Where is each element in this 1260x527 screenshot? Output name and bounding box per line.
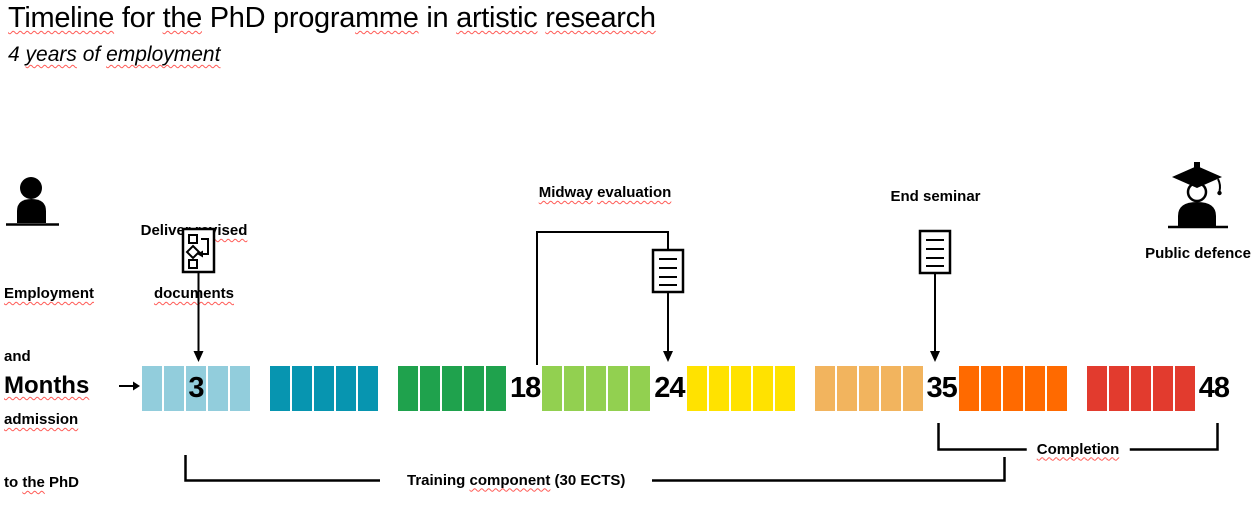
title-word: PhD progra — [202, 2, 356, 34]
employment-label-line: the — [22, 474, 45, 491]
month-block-teal — [358, 366, 378, 411]
month-block-yellow — [708, 366, 729, 411]
title-word: the — [162, 2, 203, 34]
month-block-tan — [902, 366, 923, 411]
right-arrow-icon — [119, 381, 140, 391]
midway-label-word: Midway — [538, 184, 593, 201]
month-block-orange — [1046, 366, 1067, 411]
month-block-green — [420, 366, 440, 411]
employment-label-line: Employment — [4, 285, 95, 302]
month-number: 24 — [654, 372, 685, 404]
month-block-red — [1108, 366, 1129, 411]
end-seminar-label: End seminar — [868, 186, 1003, 207]
month-block-red — [1130, 366, 1151, 411]
month-block-green — [464, 366, 484, 411]
deliver-label-word: documents — [153, 285, 234, 302]
month-number: 35 — [926, 372, 958, 404]
month-block-light-green — [630, 366, 651, 411]
midway-label-word: evaluation — [597, 184, 672, 201]
month-number: 18 — [510, 372, 541, 404]
month-block-green — [442, 366, 462, 411]
months-label: Months — [4, 372, 89, 400]
end-seminar-connector — [918, 229, 952, 362]
month-block-yellow — [752, 366, 773, 411]
midway-evaluation-label: Midway evaluation — [525, 182, 685, 203]
month-block-teal — [314, 366, 334, 411]
month-number: 3 — [188, 372, 204, 404]
document-icon — [651, 248, 685, 294]
subtitle-word: of — [76, 43, 107, 66]
employment-label-line: PhD — [44, 474, 79, 491]
months-label-text: Months — [4, 372, 90, 399]
month-block-teal — [292, 366, 312, 411]
month-block-tan — [858, 366, 879, 411]
deliver-label-word: Deliver — [140, 222, 195, 239]
employment-label-line: admission — [4, 411, 79, 428]
employment-label-line: to — [4, 474, 23, 491]
completion-label: Completion — [1026, 440, 1130, 459]
month-block-light-green — [542, 366, 563, 411]
title-word: Timeline — [8, 2, 115, 34]
month-block-light-blue — [164, 366, 184, 411]
title-word: mme — [355, 2, 419, 34]
timeline-track: 3 18 24 35 48 — [142, 366, 1231, 411]
month-block-red — [1174, 366, 1195, 411]
title-word: artistic — [456, 2, 538, 34]
subtitle-word: years — [25, 43, 77, 66]
month-number: 48 — [1198, 372, 1230, 404]
subtitle-word: employment — [106, 43, 221, 66]
completion-bracket: Completion — [937, 422, 1219, 459]
end-seminar-label-text: End seminar — [890, 188, 981, 205]
training-component-bracket: Training component (30 ECTS) — [184, 454, 1006, 490]
month-block-yellow — [686, 366, 707, 411]
training-component-label: Training component (30 ECTS) — [380, 471, 653, 490]
month-block-orange — [1002, 366, 1023, 411]
month-block-red — [1152, 366, 1173, 411]
workflow-document-icon — [181, 227, 216, 362]
month-block-light-blue — [208, 366, 228, 411]
month-block-orange — [980, 366, 1001, 411]
document-icon — [918, 229, 952, 275]
month-block-orange — [1024, 366, 1045, 411]
training-label-word: Training — [407, 471, 470, 489]
title-word: for — [114, 2, 163, 34]
month-block-orange — [958, 366, 979, 411]
month-block-tan — [880, 366, 901, 411]
month-block-green — [398, 366, 418, 411]
employment-person-icon — [6, 177, 59, 226]
month-block-tan — [836, 366, 857, 411]
month-block-teal — [336, 366, 356, 411]
training-label-word: (30 ECTS) — [550, 471, 626, 489]
month-block-light-blue — [230, 366, 250, 411]
month-block-yellow — [730, 366, 751, 411]
title-word: in — [418, 2, 457, 34]
month-block-light-green — [586, 366, 607, 411]
employment-label-line: and — [4, 348, 31, 365]
completion-label-text: Completion — [1036, 440, 1120, 458]
month-block-light-blue: 3 — [186, 366, 206, 411]
public-defence-label: Public defence — [1136, 243, 1260, 264]
employment-label: Employment and admission to the PhD prog… — [4, 241, 124, 527]
title-word: research — [545, 2, 656, 34]
month-block-light-green — [608, 366, 629, 411]
month-block-teal — [270, 366, 290, 411]
month-block-tan — [814, 366, 835, 411]
month-block-light-green — [564, 366, 585, 411]
training-label-word: component — [469, 471, 551, 489]
month-block-yellow — [774, 366, 795, 411]
page-subtitle: 4 years of employment — [8, 43, 220, 67]
graduate-person-icon — [1168, 162, 1228, 229]
midway-connector — [536, 231, 685, 365]
month-block-red — [1086, 366, 1107, 411]
page-title: Timeline for the PhD programme in artist… — [8, 2, 656, 35]
month-block-light-blue — [142, 366, 162, 411]
month-block-green — [486, 366, 506, 411]
public-defence-label-text: Public defence — [1145, 245, 1251, 262]
subtitle-word: 4 — [8, 43, 26, 66]
